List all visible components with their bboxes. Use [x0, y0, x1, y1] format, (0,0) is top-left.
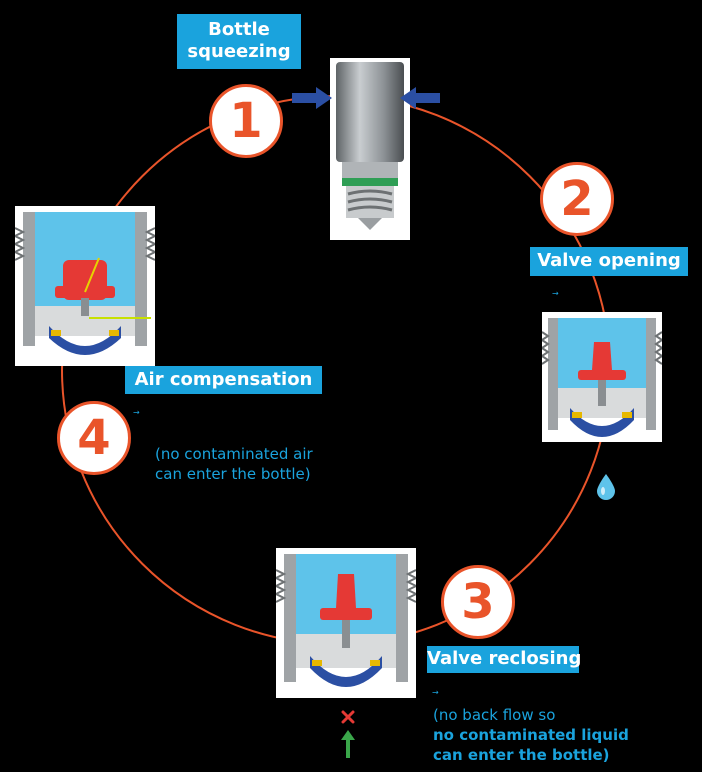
label-bottle-squeezing: Bottle squeezing	[177, 14, 301, 69]
label-bottle-squeezing-line1: Bottle	[208, 19, 270, 40]
note-step-3: (no back flow so no contaminated liquid …	[433, 705, 629, 765]
label-valve-reclosing-text: Valve reclosing	[427, 648, 582, 669]
step-4-number: 4	[77, 410, 111, 466]
note-step-4-line2: can enter the bottle)	[155, 465, 311, 483]
label-valve-opening-text: Valve opening	[537, 250, 681, 271]
label-valve-opening: Valve opening	[530, 247, 688, 276]
step-2-number: 2	[560, 171, 594, 227]
step-1-circle: 1	[209, 84, 283, 158]
arrow-up-icon	[341, 730, 355, 758]
arrow-left-icon	[400, 87, 440, 109]
label-valve-reclosing: Valve reclosing	[427, 646, 582, 673]
note-marker-step-3: →	[432, 688, 439, 697]
step-3-circle: 3	[441, 565, 515, 639]
bottle-illustration	[330, 58, 410, 240]
note-step-4-line1: (no contaminated air	[155, 445, 313, 463]
x-mark-icon	[341, 710, 355, 724]
step-3-number: 3	[461, 574, 495, 630]
arrow-right-icon	[292, 87, 332, 109]
step-4-circle: 4	[57, 401, 131, 475]
note-step-3-line1: (no back flow so	[433, 706, 556, 724]
valve-illustration-air-compensation	[15, 206, 155, 366]
label-air-compensation: Air compensation	[125, 366, 322, 394]
note-marker-step-2: →	[552, 289, 559, 298]
note-marker-step-4: →	[133, 408, 140, 417]
label-bottle-squeezing-line2: squeezing	[187, 41, 291, 62]
note-step-3-line2: no contaminated liquid	[433, 726, 629, 744]
label-air-compensation-text: Air compensation	[134, 369, 313, 390]
note-step-3-line3: can enter the bottle)	[433, 746, 610, 764]
note-step-4: (no contaminated air can enter the bottl…	[155, 444, 313, 484]
droplet-icon	[597, 474, 615, 500]
valve-illustration-reclosing	[276, 548, 416, 698]
step-1-number: 1	[229, 93, 263, 149]
valve-illustration-opening	[542, 312, 662, 442]
step-2-circle: 2	[540, 162, 614, 236]
